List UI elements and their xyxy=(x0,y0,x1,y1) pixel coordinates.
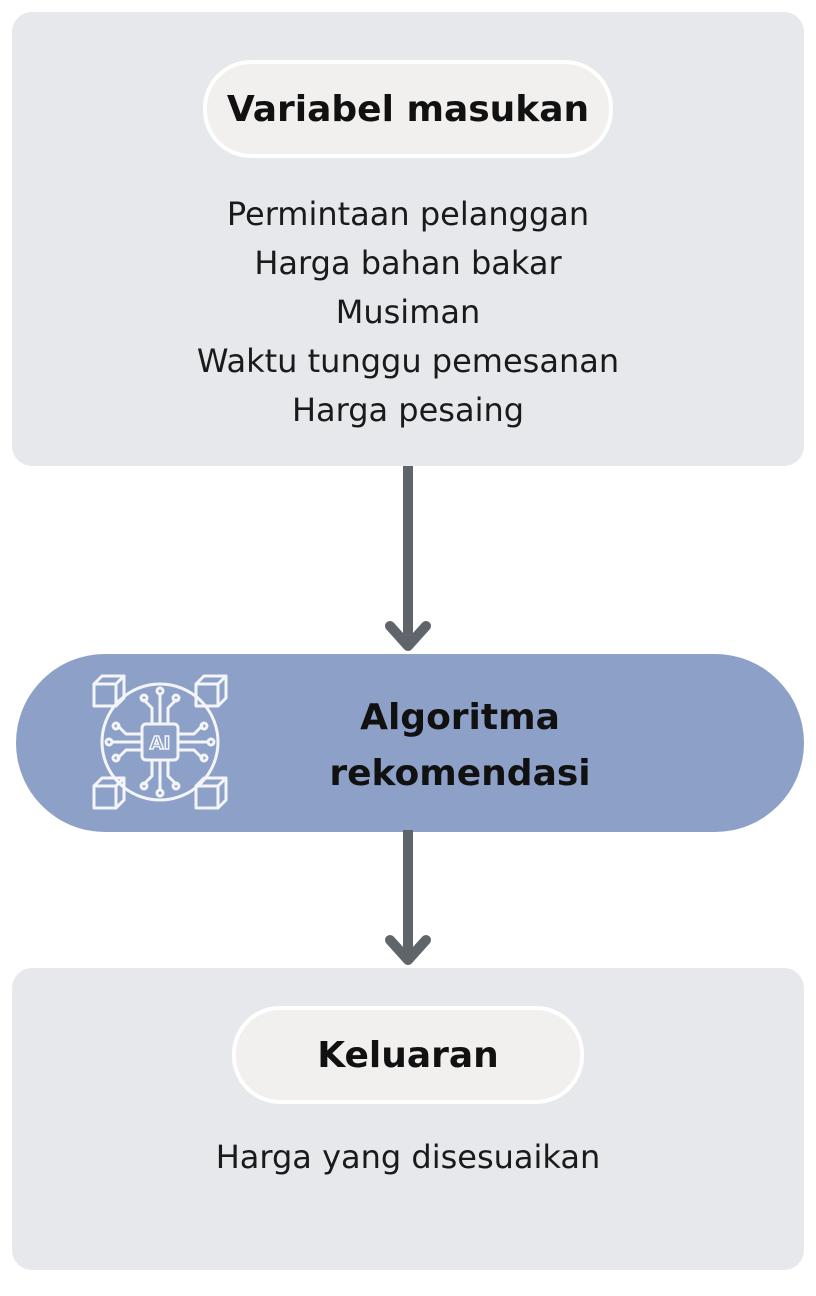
input-variable-fuel-price: Harga bahan bakar xyxy=(254,244,562,282)
ai-chip-icon: AI xyxy=(92,674,228,810)
input-variables-title: Variabel masukan xyxy=(203,60,613,158)
ai-chip-label: AI xyxy=(150,733,171,754)
algorithm-label-line1: Algoritma xyxy=(360,697,560,738)
arrow-input-to-algorithm xyxy=(385,466,431,651)
input-variables-panel: Variabel masukan Permintaan pelanggan Ha… xyxy=(12,12,804,466)
output-result: Harga yang disesuaikan xyxy=(215,1138,601,1176)
algorithm-node: AI Algoritma rekomendasi xyxy=(16,654,804,832)
input-variables-list: Permintaan pelanggan Harga bahan bakar M… xyxy=(12,190,804,435)
input-variable-seasonality: Musiman xyxy=(335,293,481,331)
output-panel: Keluaran Harga yang disesuaikan xyxy=(12,968,804,1270)
input-variable-order-lead-time: Waktu tunggu pemesanan xyxy=(196,342,620,380)
algorithm-label: Algoritma rekomendasi xyxy=(256,690,664,802)
algorithm-label-line2: rekomendasi xyxy=(329,753,591,794)
arrow-algorithm-to-output xyxy=(385,830,431,965)
output-title: Keluaran xyxy=(232,1006,584,1104)
input-variable-customer-demand: Permintaan pelanggan xyxy=(226,195,590,233)
input-variable-competitor-price: Harga pesaing xyxy=(291,391,525,429)
